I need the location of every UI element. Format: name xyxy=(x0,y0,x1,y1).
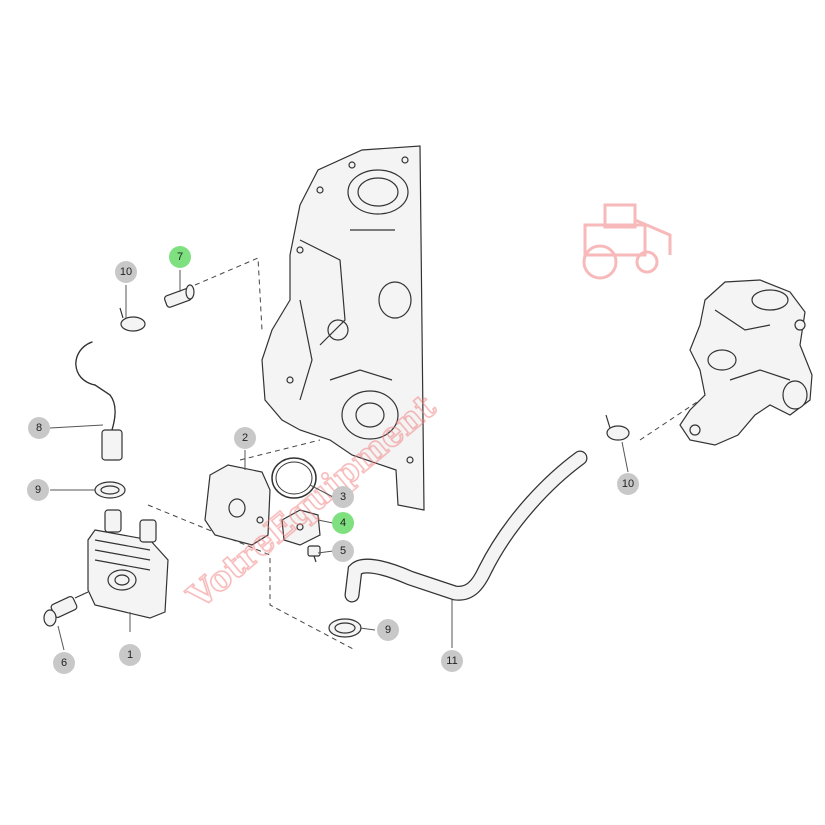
bracket xyxy=(281,509,321,546)
callout-6: 6 xyxy=(53,652,75,674)
callout-7: 7 xyxy=(169,246,191,268)
callout-5: 5 xyxy=(332,540,354,562)
hose-clamp-lower xyxy=(328,618,362,638)
hose-fitting xyxy=(163,284,195,308)
water-pump xyxy=(679,279,813,446)
o-ring xyxy=(271,457,317,499)
cooler-cover xyxy=(204,464,271,546)
callout-label: 10 xyxy=(120,266,132,278)
callouts: 1 2 3 4 5 6 7 8 xyxy=(27,246,639,674)
callout-2: 2 xyxy=(234,427,256,449)
callout-label: 3 xyxy=(340,491,346,503)
tractor-icon xyxy=(582,203,672,280)
oil-cooler xyxy=(87,509,169,619)
callout-10b: 10 xyxy=(617,473,639,495)
guide-line-pump xyxy=(639,399,701,441)
bolt xyxy=(307,545,321,563)
hose-clamp-right xyxy=(605,414,630,441)
guide-line-cooler xyxy=(147,504,356,651)
callout-label: 8 xyxy=(36,422,42,434)
guide-line-cover xyxy=(239,439,321,461)
guide-line-fitting xyxy=(194,257,263,331)
lower-hose xyxy=(344,450,588,603)
callout-label: 2 xyxy=(242,432,248,444)
callout-label: 1 xyxy=(127,649,133,661)
oil-sensor xyxy=(43,591,89,627)
callout-1: 1 xyxy=(119,644,141,666)
callout-label: 7 xyxy=(177,251,183,263)
watermark: VotreEquipment xyxy=(179,203,672,618)
callout-label: 11 xyxy=(446,655,457,667)
callout-9b: 9 xyxy=(377,619,399,641)
callout-4: 4 xyxy=(332,512,354,534)
callout-label: 9 xyxy=(385,624,391,636)
hose-clamp-left xyxy=(94,481,126,499)
callout-11: 11 xyxy=(441,650,463,672)
callout-label: 6 xyxy=(61,657,67,669)
callout-label: 9 xyxy=(35,484,41,496)
callout-8: 8 xyxy=(28,417,50,439)
callout-label: 4 xyxy=(340,517,346,529)
callout-10a: 10 xyxy=(115,261,137,283)
hose-clamp-upper xyxy=(119,307,146,332)
callout-label: 10 xyxy=(622,478,634,490)
callout-3: 3 xyxy=(332,486,354,508)
upper-hose xyxy=(75,341,123,461)
engine-block xyxy=(261,145,425,511)
callout-9a: 9 xyxy=(27,479,49,501)
callout-label: 5 xyxy=(340,545,346,557)
